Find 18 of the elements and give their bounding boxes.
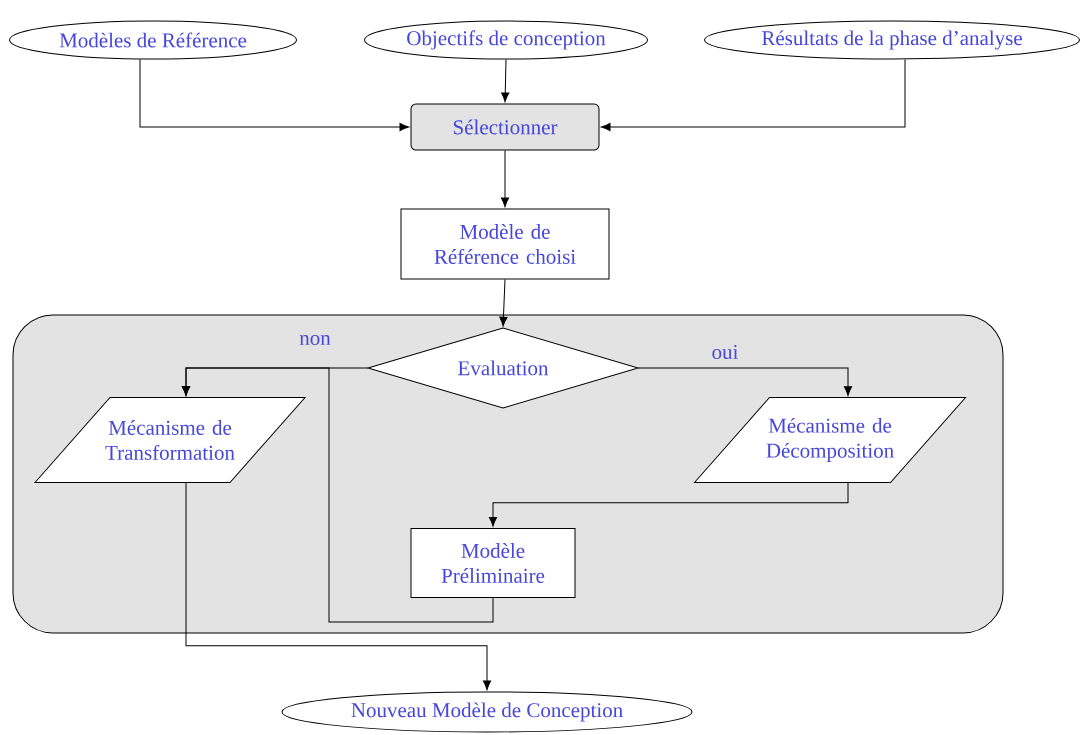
arrow	[600, 59, 906, 132]
arrow	[181, 367, 494, 623]
arrow	[501, 59, 510, 103]
data-parallelogram: Mécanisme de Transformation	[34, 397, 306, 483]
arrow	[500, 150, 510, 208]
ellipse-node: Modèles de Référence	[9, 20, 297, 60]
arrow	[499, 279, 508, 327]
arrow	[637, 367, 853, 396]
data-parallelogram: Mécanisme de Décomposition	[694, 397, 966, 483]
ellipse-node: Résultats de la phase d’analyse	[704, 20, 1080, 60]
arrow	[185, 482, 492, 691]
process-box: Modèle Préliminaire	[410, 528, 576, 598]
arrow	[488, 482, 849, 527]
ellipse-node: Nouveau Modèle de Conception	[281, 691, 693, 733]
process-box: Sélectionner	[410, 103, 600, 151]
process-box: Modèle de Référence choisi	[400, 208, 610, 280]
arrow	[139, 59, 410, 132]
ellipse-node: Objectifs de conception	[364, 20, 648, 60]
